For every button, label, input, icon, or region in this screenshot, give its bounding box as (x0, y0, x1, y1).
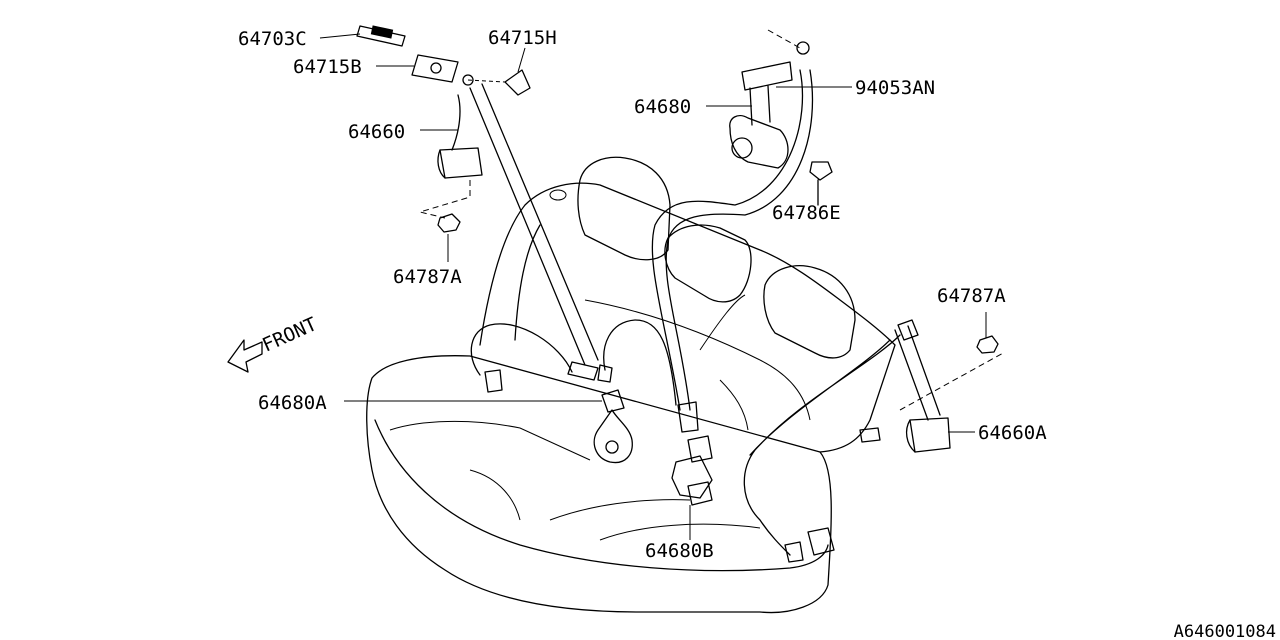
seat-back-seam-2 (699, 294, 746, 351)
leader-lines (319, 33, 987, 540)
part-64787A-nut-left (437, 213, 461, 233)
right-belt-retractor-strap (894, 325, 941, 421)
anchor-bolt-left (462, 74, 474, 86)
diagram-code: A646001084 (1174, 622, 1276, 640)
seat-back-left-edge (514, 224, 541, 341)
seat-back-seam-1 (584, 299, 761, 361)
front-label: FRONT (259, 313, 320, 356)
center-belt (597, 69, 814, 433)
dash-64680-top (767, 29, 801, 49)
label-64680: 64680 (634, 96, 691, 118)
seat-cushion-seam-1 (389, 420, 591, 461)
seat-cushion (366, 355, 832, 614)
part-64703C-guide (356, 25, 406, 47)
center-belt-webbing (651, 69, 814, 411)
part-64680A-buckle (593, 389, 633, 464)
seat-back-seam-4 (719, 379, 749, 431)
label-94053AN: 94053AN (855, 77, 935, 99)
label-64787A-right: 64787A (937, 285, 1006, 307)
front-arrow-icon (227, 339, 263, 373)
part-64660A-retractor (905, 417, 951, 453)
leader-64703C (319, 33, 361, 39)
center-belt-buckle (677, 401, 699, 433)
seat-cushion-seam-4 (599, 523, 761, 541)
part-64660-retractor (437, 94, 483, 179)
left-outer-belt (469, 83, 599, 393)
label-64786E: 64786E (772, 202, 841, 224)
center-lap-belt (603, 319, 677, 406)
seat-cushion-seam-3 (549, 499, 691, 521)
part-labels: 64703C 64715H 64715B 64660 64787A 64680 … (238, 27, 1047, 562)
part-64680B-buckle (671, 435, 713, 506)
part-64786E-bolt (809, 161, 833, 206)
shelf-clip (549, 189, 567, 201)
label-64680B: 64680B (645, 540, 714, 562)
label-64703C: 64703C (238, 28, 307, 50)
label-64787A-left: 64787A (393, 266, 462, 288)
headrest-left (577, 156, 671, 261)
left-lap-belt (470, 323, 573, 376)
left-belt-tongue (567, 361, 599, 381)
part-64715B-cover (411, 54, 459, 83)
label-64660A: 64660A (978, 422, 1047, 444)
label-64680A: 64680A (258, 392, 327, 414)
front-arrow: FRONT (227, 313, 320, 373)
left-belt-webbing (469, 83, 599, 366)
label-64715H: 64715H (488, 27, 557, 49)
seat-cushion-front-edge (374, 419, 829, 572)
right-belt-webbing (743, 334, 901, 556)
part-64680-retractor (729, 61, 793, 169)
part-64680-bolt (796, 41, 810, 55)
part-64787A-nut-right (976, 335, 999, 354)
seat-back (479, 182, 896, 453)
right-outer-belt (743, 319, 941, 563)
seat-back-seam-3 (759, 359, 811, 421)
left-belt-anchor (484, 369, 503, 393)
dash-64660-to-nut (418, 180, 471, 219)
rear-seat (366, 156, 896, 614)
dash-64660A-to-nut (899, 351, 1006, 411)
label-64660: 64660 (348, 121, 405, 143)
leader-64715H (517, 47, 526, 73)
right-belt-floor-anchor (807, 527, 835, 556)
headrest-center (664, 224, 752, 303)
label-64715B: 64715B (293, 56, 362, 78)
part-64715H-cap (504, 69, 531, 96)
headrest-right (763, 265, 856, 359)
right-belt-anchor-top (897, 319, 919, 341)
seat-cushion-seam-2 (469, 469, 521, 521)
